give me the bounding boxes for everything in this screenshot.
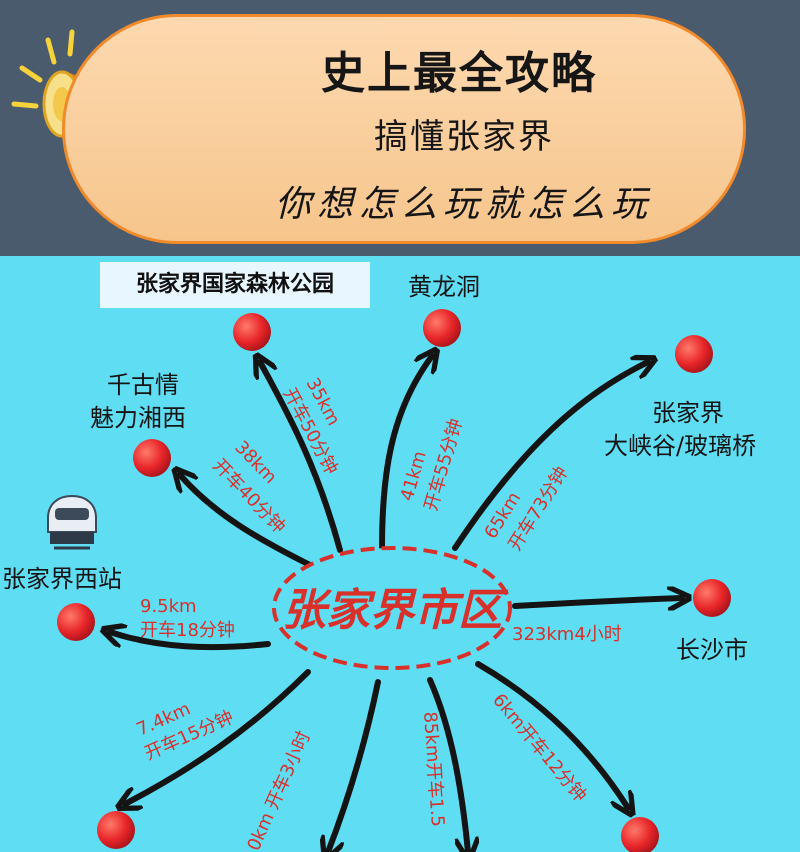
arrow-south1 — [328, 679, 381, 852]
arrow-park — [260, 362, 343, 553]
marker-huanglong — [423, 309, 461, 347]
banner-title: 史上最全攻略 — [321, 48, 597, 99]
title-banner: 史上最全攻略 搞懂张家界 你想怎么玩就怎么玩 — [62, 14, 746, 244]
train-icon — [47, 494, 97, 550]
arrow-south2 — [427, 677, 468, 852]
route-south2: 85km开车1.5 — [419, 711, 448, 828]
label-west-station: 张家界西站 — [2, 565, 122, 593]
label-qianguqing-1: 千古情 — [107, 371, 179, 399]
arrow-changsha — [512, 598, 682, 606]
label-canyon-1: 张家界 — [652, 399, 724, 427]
marker-qianguqing — [133, 439, 171, 477]
label-qianguqing-2: 魅力湘西 — [90, 404, 186, 432]
route-station-time: 开车18分钟 — [140, 620, 235, 641]
marker-park — [233, 313, 271, 351]
marker-se — [621, 817, 659, 852]
center-label: 张家界市区 — [282, 585, 509, 636]
banner-subtitle: 搞懂张家界 — [374, 117, 554, 157]
banner-tagline: 你想怎么玩就怎么玩 — [274, 184, 653, 225]
arrow-se — [475, 661, 628, 808]
arrow-canyon — [452, 362, 648, 551]
marker-canyon — [675, 335, 713, 373]
label-park: 张家界国家森林公园 — [100, 262, 370, 308]
arrow-station — [110, 632, 271, 651]
route-changsha: 323km4小时 — [512, 624, 622, 645]
label-changsha: 长沙市 — [676, 636, 748, 664]
arrow-huanglong — [379, 356, 432, 551]
marker-station — [57, 603, 95, 641]
marker-sw — [97, 811, 135, 849]
route-south1: 0km 开车3小时 — [243, 728, 314, 852]
route-diagram: 张家界市区 黄龙洞 张家界 大峡谷/玻璃桥 千古情 魅力湘西 张家界西站 长沙市… — [2, 273, 756, 852]
marker-changsha — [693, 579, 731, 617]
center-ellipse — [272, 546, 512, 670]
route-station-km: 9.5km — [140, 596, 197, 617]
header-panel: 史上最全攻略 搞懂张家界 你想怎么玩就怎么玩 — [0, 0, 800, 256]
route-map: 张家界国家森林公园 — [0, 256, 800, 852]
label-huanglong: 黄龙洞 — [408, 273, 480, 301]
arrow-sw — [125, 669, 311, 804]
label-canyon-2: 大峡谷/玻璃桥 — [604, 432, 756, 460]
arrow-qianguqing — [180, 475, 313, 568]
